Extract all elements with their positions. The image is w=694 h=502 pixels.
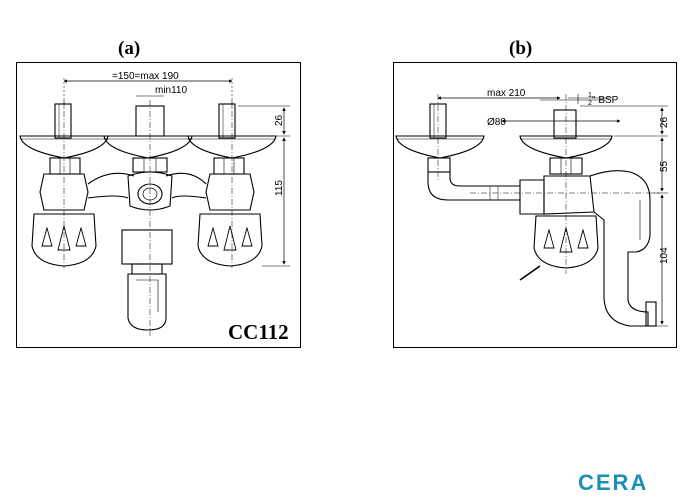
dim-b-height-top: 26 (659, 116, 670, 128)
panel-b-faucet (395, 94, 668, 327)
panel-a-frame (16, 62, 301, 348)
dim-b-diameter: Ø80 (487, 117, 506, 128)
brand-logo: CERA (578, 470, 649, 495)
panel-a-faucet (19, 78, 290, 336)
dim-b-thread-num: 1 (588, 92, 592, 99)
dim-b-height-mid: 55 (659, 160, 670, 172)
model-code: CC112 (228, 320, 289, 344)
dim-a-height-body: 115 (274, 180, 285, 196)
dim-b-thread-den: 2 (588, 100, 592, 107)
dim-a-height-top: 26 (274, 114, 285, 126)
panel-b-label: (b) (509, 38, 533, 59)
dim-a-centers: =150=max 190 (112, 71, 179, 82)
dim-a-min-spout: min110 (155, 85, 187, 96)
dim-b-max-depth: max 210 (487, 88, 526, 99)
dim-b-thread-unit: " BSP (592, 95, 619, 106)
panel-a-label: (a) (118, 38, 141, 59)
panel-b-frame (393, 62, 677, 348)
dim-b-height-low: 104 (659, 247, 670, 264)
